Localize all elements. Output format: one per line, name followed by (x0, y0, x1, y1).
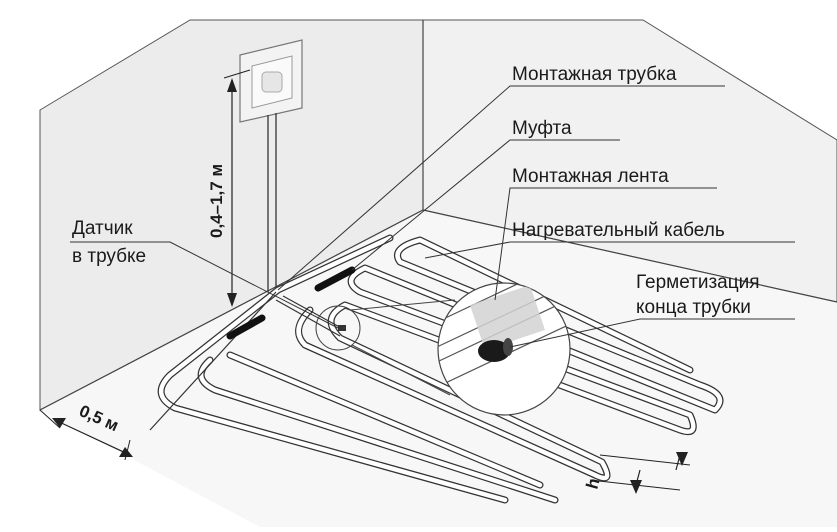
leader-sealing (509, 318, 795, 348)
label-heating-cable: Нагревательный кабель (512, 220, 725, 241)
coupling-back (314, 266, 356, 292)
leader-tape (494, 187, 717, 301)
couplings (226, 266, 356, 340)
leader-coupling (351, 139, 620, 271)
heating-cable (157, 234, 724, 504)
detail-marker (315, 305, 361, 351)
label-sensor-line1: Датчик (72, 218, 133, 239)
wall-offset-dimension (39, 409, 133, 461)
floor (40, 210, 837, 527)
magnified-view (437, 282, 571, 416)
step-dimension-label: h (583, 476, 604, 491)
label-coupling: Муфта (512, 118, 572, 139)
sensor-tube (149, 291, 346, 431)
label-mounting-tube: Монтажная трубка (512, 64, 677, 85)
label-mounting-tape: Монтажная лента (512, 166, 669, 187)
floor-edge-left (39, 209, 424, 411)
height-dimension-label: 0,4–1,7 м (207, 164, 226, 238)
detail-connector-bottom (351, 344, 451, 396)
magnified-tape (470, 285, 545, 350)
leader-sensor (70, 241, 339, 329)
label-sensor-line2: в трубке (72, 246, 146, 267)
label-sealing-line1: Герметизация (636, 272, 760, 293)
floor-edge-right (422, 209, 837, 303)
height-dimension (223, 69, 251, 307)
thermostat (239, 39, 303, 123)
leader-lines (70, 85, 795, 348)
vertical-tube (267, 113, 277, 292)
label-sealing-line2: конца трубки (636, 297, 751, 318)
tube-end-seal (478, 340, 510, 362)
detail-connector-top (349, 299, 456, 311)
heating-cable-core (159, 235, 723, 503)
thermostat-dial (261, 71, 283, 93)
leader-cable (424, 241, 795, 259)
leader-mounting-tube (277, 85, 725, 291)
sensor-tip (338, 325, 346, 331)
coupling-front (226, 314, 266, 340)
step-dimension (589, 452, 691, 494)
